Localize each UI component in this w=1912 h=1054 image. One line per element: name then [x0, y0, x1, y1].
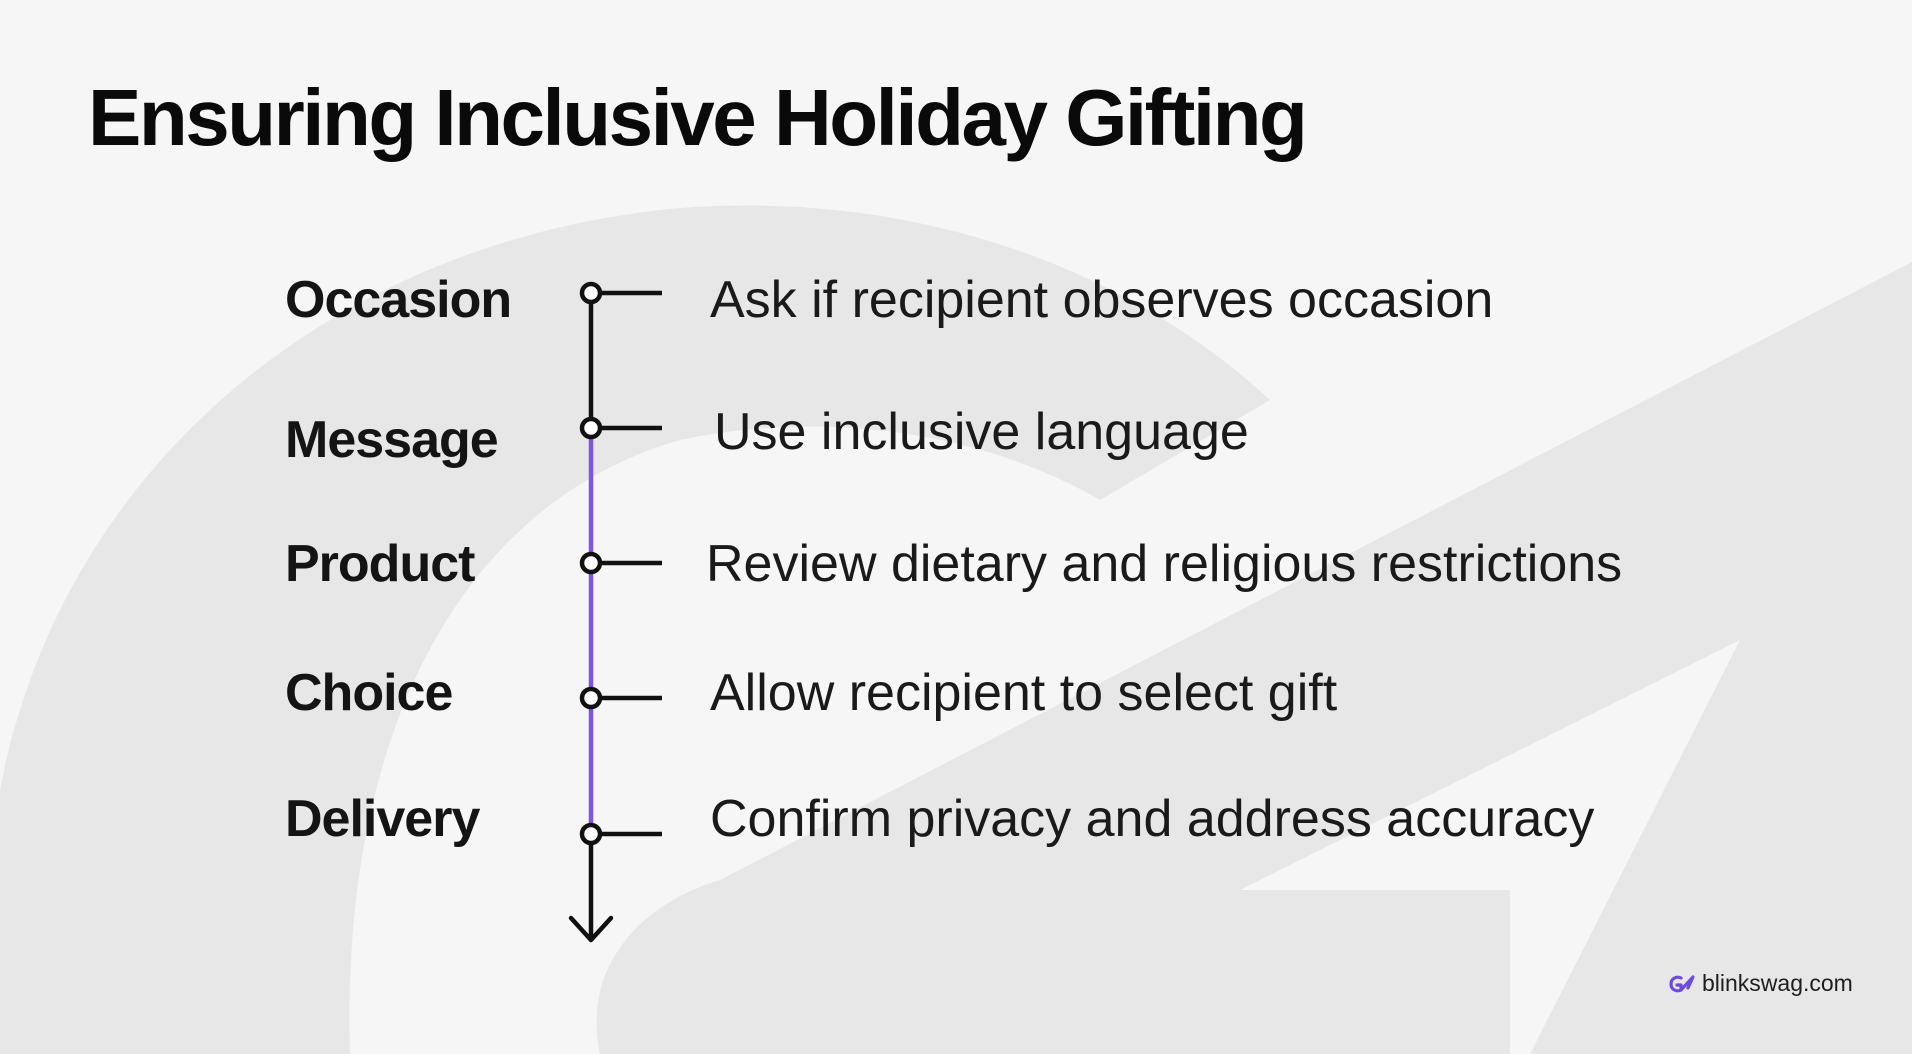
step-description-occasion: Ask if recipient observes occasion	[710, 271, 1494, 329]
step-label-occasion: Occasion	[285, 271, 512, 329]
step-description-delivery: Confirm privacy and address accuracy	[710, 790, 1595, 848]
blinkswag-logo-icon	[1669, 974, 1695, 992]
step-description-product: Review dietary and religious restriction…	[706, 535, 1623, 593]
watermark-ring-shape	[0, 205, 1270, 1054]
step-description-choice: Allow recipient to select gift	[710, 664, 1338, 722]
brand-footer: blinkswag.com	[1668, 970, 1853, 997]
step-label-delivery: Delivery	[285, 790, 480, 848]
slide-title: Ensuring Inclusive Holiday Gifting	[88, 73, 1308, 162]
step-label-product: Product	[285, 535, 475, 593]
watermark-wing-shape	[596, 262, 1912, 1054]
brand-url-text: blinkswag.com	[1702, 970, 1853, 996]
step-description-message: Use inclusive language	[714, 403, 1249, 461]
step-label-message: Message	[285, 411, 499, 469]
step-label-choice: Choice	[285, 664, 453, 722]
